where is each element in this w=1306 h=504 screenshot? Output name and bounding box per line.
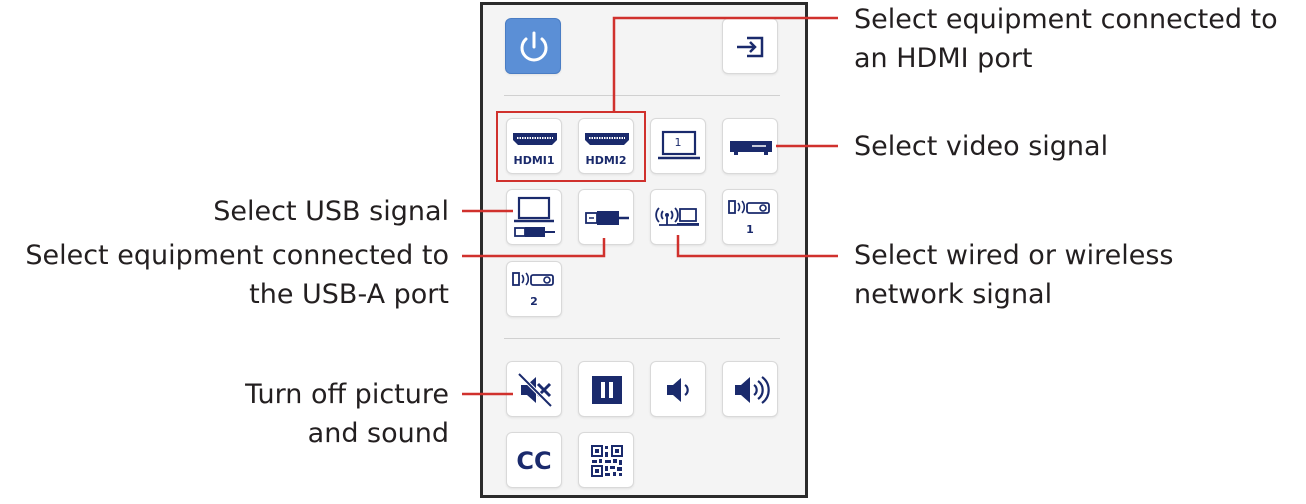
hdmi1-label: HDMI1 bbox=[513, 154, 555, 167]
video-player-icon bbox=[730, 141, 772, 155]
callout-hdmi-line2: an HDMI port bbox=[854, 43, 1033, 74]
projector2-button[interactable]: 2 bbox=[506, 261, 562, 317]
qr-code-icon bbox=[591, 445, 623, 477]
video-button[interactable] bbox=[722, 118, 778, 174]
callout-video-line1: Select video signal bbox=[854, 131, 1109, 162]
computer-button[interactable]: 1 bbox=[650, 118, 706, 174]
input-source-icon bbox=[737, 36, 764, 58]
hdmi2-button[interactable]: HDMI2 bbox=[578, 118, 634, 174]
power-icon bbox=[520, 31, 548, 62]
qr-code-button[interactable] bbox=[578, 432, 634, 488]
closed-caption-label: CC bbox=[516, 447, 552, 475]
av-mute-icon bbox=[517, 372, 553, 408]
callout-hdmi-line1: Select equipment connected to bbox=[854, 4, 1278, 35]
wireless-network-icon bbox=[655, 207, 699, 226]
callout-mute-line2: and sound bbox=[307, 418, 449, 449]
computer-number: 1 bbox=[674, 136, 682, 149]
volume-down-button[interactable] bbox=[650, 361, 706, 417]
hdmi2-label: HDMI2 bbox=[585, 154, 627, 167]
callout-network: Select wired or wireless network signal bbox=[854, 236, 1173, 314]
callout-usb-a-line2: the USB-A port bbox=[249, 279, 449, 310]
callout-video: Select video signal bbox=[854, 127, 1108, 166]
av-mute-button[interactable] bbox=[506, 361, 562, 417]
usb-display-button[interactable] bbox=[506, 189, 562, 245]
hdmi-port-icon bbox=[513, 133, 557, 145]
projector-icon bbox=[512, 272, 554, 286]
hdmi-port-icon bbox=[585, 133, 629, 145]
pause-icon bbox=[592, 376, 622, 404]
power-button[interactable] bbox=[505, 18, 561, 74]
network-button[interactable] bbox=[650, 189, 706, 245]
projector1-button[interactable]: 1 bbox=[722, 189, 778, 245]
input-source-button[interactable] bbox=[722, 18, 778, 74]
callout-usb-a-line1: Select equipment connected to bbox=[25, 240, 449, 271]
divider-top bbox=[504, 95, 780, 96]
callout-network-line1: Select wired or wireless bbox=[854, 240, 1174, 271]
closed-caption-button[interactable]: CC bbox=[506, 432, 562, 488]
laptop-icon bbox=[658, 130, 700, 160]
projector2-number: 2 bbox=[530, 295, 538, 308]
callout-usb-signal: Select USB signal bbox=[213, 192, 449, 231]
freeze-button[interactable] bbox=[578, 361, 634, 417]
hdmi1-button[interactable]: HDMI1 bbox=[506, 118, 562, 174]
callout-mute-line1: Turn off picture bbox=[245, 379, 449, 410]
remote-control-panel bbox=[480, 2, 808, 498]
usb-a-button[interactable] bbox=[578, 189, 634, 245]
callout-usb-signal-line1: Select USB signal bbox=[213, 196, 449, 227]
callout-hdmi: Select equipment connected to an HDMI po… bbox=[854, 0, 1278, 78]
callout-usb-a: Select equipment connected to the USB-A … bbox=[25, 236, 449, 314]
volume-up-button[interactable] bbox=[722, 361, 778, 417]
divider-bottom bbox=[504, 338, 780, 339]
usb-plug-icon bbox=[585, 211, 629, 225]
laptop-usb-icon bbox=[514, 196, 555, 237]
callout-network-line2: network signal bbox=[854, 279, 1053, 310]
callout-mute: Turn off picture and sound bbox=[245, 375, 449, 453]
projector-icon bbox=[728, 200, 770, 214]
hdmi-highlight-box bbox=[496, 111, 646, 182]
volume-up-icon bbox=[735, 376, 770, 404]
volume-down-icon bbox=[667, 378, 689, 402]
projector1-number: 1 bbox=[746, 223, 754, 236]
